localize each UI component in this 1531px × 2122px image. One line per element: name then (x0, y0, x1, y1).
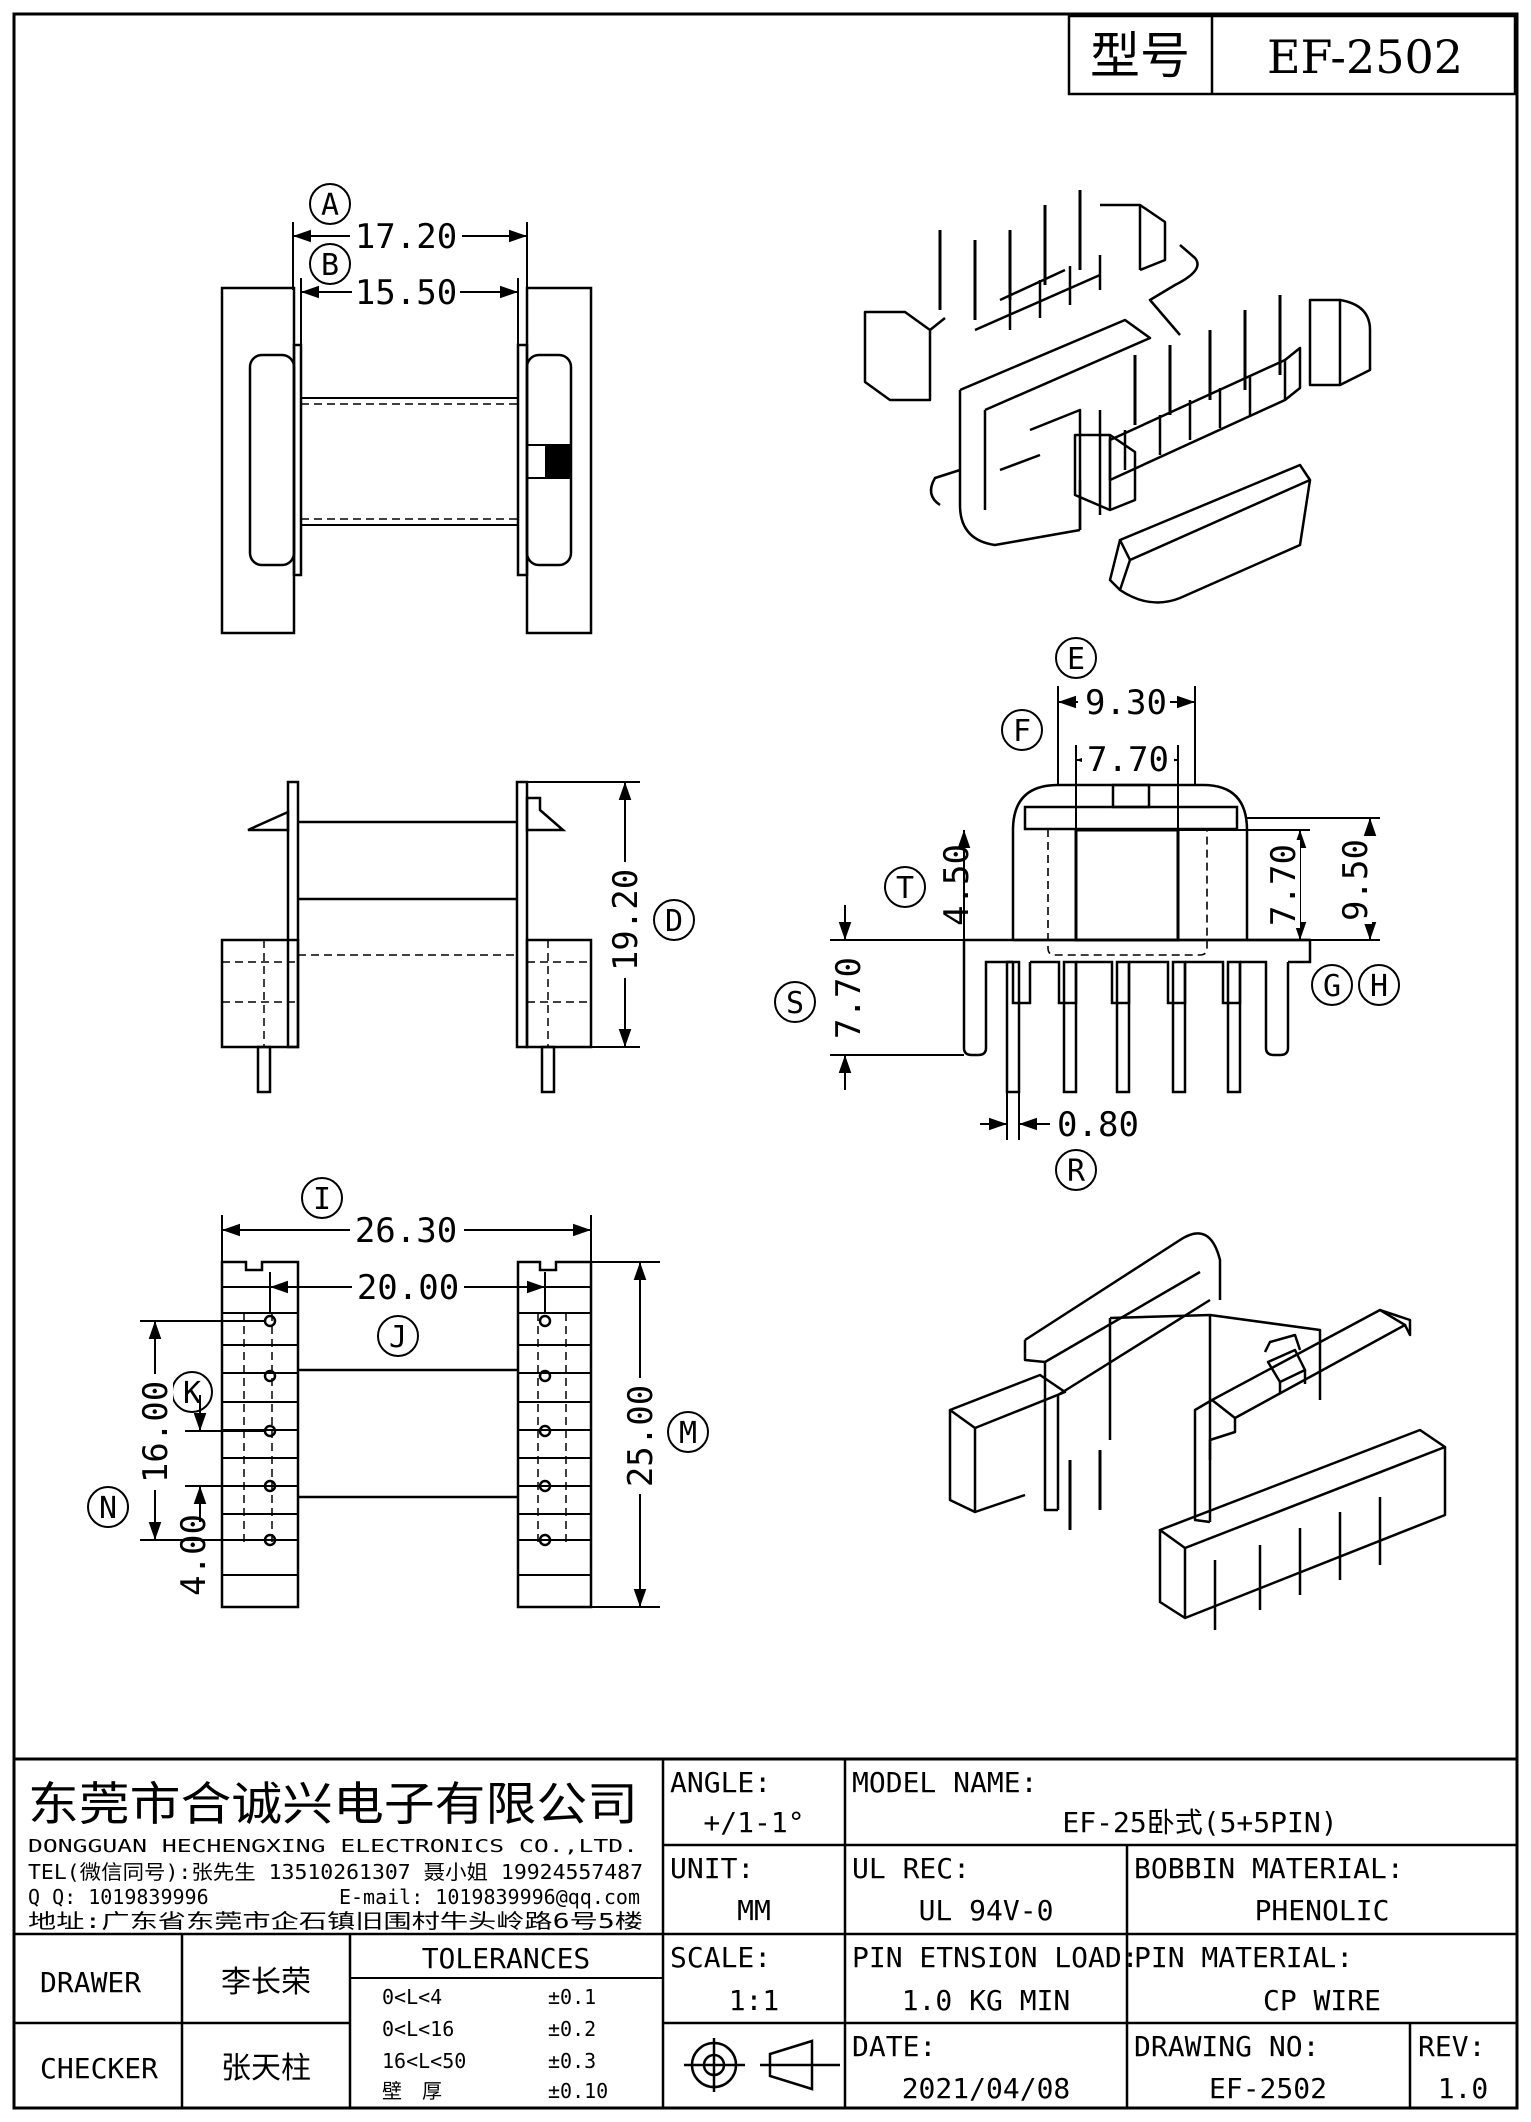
model-label: 型号 (1090, 27, 1190, 85)
pin-load-label: PIN ETNSION LOAD: (852, 1941, 1139, 1974)
front-view (220, 780, 593, 1094)
ul-label: UL REC: (852, 1852, 970, 1885)
dim-h-value: 9.50 (1336, 839, 1376, 921)
label-g: G (1323, 969, 1341, 1004)
model-number-box: 型号 EF-2502 (1067, 14, 1517, 96)
label-n: N (99, 1491, 117, 1526)
dim-i-value: 26.30 (355, 1211, 457, 1251)
tolerance-range-2: 0<L<16 (382, 2017, 454, 2041)
tolerance-value-3: ±0.3 (548, 2049, 596, 2073)
dim-d-value: 19.20 (606, 869, 646, 971)
dim-a-value: 17.20 (355, 217, 457, 257)
label-r: R (1067, 1154, 1086, 1189)
pin-material-value: CP WIRE (1263, 1984, 1381, 2017)
projection-symbol-icon (684, 2038, 840, 2092)
tolerance-value-2: ±0.2 (548, 2017, 596, 2041)
pin-load-value: 1.0 KG MIN (902, 1984, 1071, 2017)
dim-t-value: 4.50 (937, 844, 977, 926)
tolerance-range-4: 壁 厚 (382, 2079, 442, 2103)
angle-value: +/1-1° (703, 1806, 804, 1839)
drawing-no-label: DRAWING NO: (1134, 2030, 1319, 2063)
drawing-no-value: EF-2502 (1209, 2072, 1327, 2105)
model-value: EF-2502 (1267, 30, 1463, 84)
label-h: H (1370, 969, 1388, 1004)
tolerance-value-4: ±0.10 (548, 2079, 608, 2103)
tolerances-label: TOLERANCES (422, 1942, 591, 1975)
company-qq: Q Q: 1019839996 (28, 1885, 209, 1909)
sheet-border (12, 12, 1519, 2110)
bobbin-value: PHENOLIC (1255, 1894, 1390, 1927)
date-value: 2021/04/08 (902, 2072, 1071, 2105)
scale-value: 1:1 (729, 1984, 780, 2017)
angle-label: ANGLE: (670, 1766, 771, 1799)
company-address: 地址:广东省东莞市企石镇旧围村牛头岭路6号5楼 (28, 1909, 643, 1933)
checker-label: CHECKER (40, 2052, 158, 2085)
label-t: T (896, 871, 914, 906)
label-d: D (665, 904, 683, 939)
dim-s-value: 7.70 (829, 957, 869, 1039)
tolerance-value-1: ±0.1 (548, 1985, 596, 2009)
dim-k-value: 16.00 (136, 1381, 176, 1483)
bottom-view (220, 1260, 593, 1609)
company-tel: TEL(微信同号):张先生 13510261307 聂小姐 1992455748… (28, 1860, 643, 1884)
tolerance-range-3: 16<L<50 (382, 2049, 466, 2073)
dim-r-value: 0.80 (1057, 1105, 1139, 1145)
title-block (14, 1757, 1517, 2108)
rev-label: REV: (1418, 2030, 1485, 2063)
isometric-view-top (863, 190, 1372, 604)
dim-n-value: 4.00 (174, 1514, 214, 1596)
checker-value: 张天柱 (221, 2051, 311, 2086)
label-b: B (321, 248, 339, 283)
label-e: E (1067, 642, 1085, 677)
dim-e-value: 9.30 (1085, 683, 1167, 723)
unit-label: UNIT: (670, 1852, 754, 1885)
pin-material-label: PIN MATERIAL: (1134, 1941, 1353, 1974)
dim-b-value: 15.50 (355, 273, 457, 313)
label-k: K (183, 1376, 201, 1411)
company-name-en: DONGGUAN HECHENGXING ELECTRONICS CO.,LTD… (28, 1836, 638, 1857)
drawer-value: 李长荣 (221, 1965, 311, 2000)
dim-m-value: 25.00 (621, 1385, 661, 1487)
model-name-label: MODEL NAME: (852, 1766, 1037, 1799)
isometric-view-bottom (948, 1232, 1447, 1630)
label-m: M (679, 1416, 697, 1451)
model-name-value: EF-25卧式(5+5PIN) (1062, 1806, 1337, 1839)
label-j: J (389, 1320, 407, 1355)
label-f: F (1013, 714, 1031, 749)
date-label: DATE: (852, 2030, 936, 2063)
label-a: A (321, 188, 339, 223)
rev-value: 1.0 (1438, 2072, 1489, 2105)
bobbin-label: BOBBIN MATERIAL: (1134, 1852, 1404, 1885)
drawer-label: DRAWER (40, 1966, 141, 1999)
top-view (220, 286, 593, 635)
dim-f-value: 7.70 (1087, 740, 1169, 780)
label-i: I (313, 1182, 331, 1217)
dim-g-value: 7.70 (1264, 844, 1304, 926)
tolerance-range-1: 0<L<4 (382, 1985, 442, 2009)
scale-label: SCALE: (670, 1941, 771, 1974)
company-email: E-mail: 1019839996@qq.com (339, 1885, 640, 1909)
dim-j-value: 20.00 (357, 1268, 459, 1308)
label-s: S (786, 986, 804, 1021)
company-name-cn: 东莞市合诚兴电子有限公司 (28, 1777, 638, 1831)
side-view (962, 783, 1312, 1094)
unit-value: MM (737, 1894, 771, 1927)
ul-value: UL 94V-0 (919, 1894, 1054, 1927)
